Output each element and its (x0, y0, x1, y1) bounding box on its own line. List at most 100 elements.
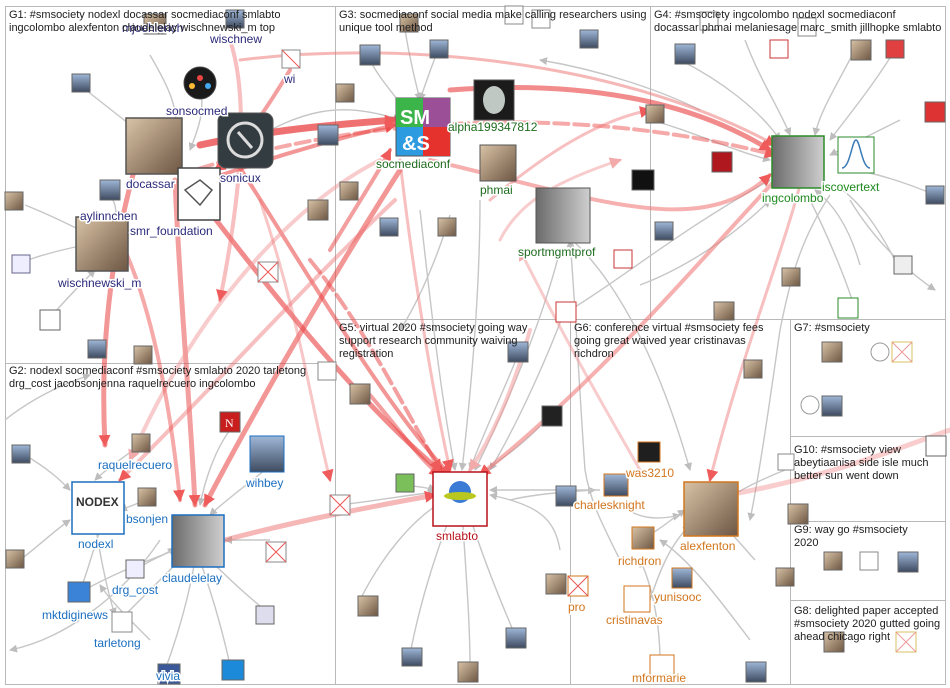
node-image[interactable] (143, 13, 167, 35)
node-label[interactable]: mktdiginews (41, 607, 110, 624)
node-image[interactable] (507, 341, 529, 363)
node-label[interactable]: richdron (617, 553, 663, 570)
node-label[interactable]: nodexl (77, 536, 115, 553)
node-image[interactable] (823, 551, 843, 571)
node-image[interactable] (637, 441, 661, 463)
node-image[interactable] (631, 169, 655, 191)
node-image[interactable] (924, 101, 946, 123)
node-image[interactable] (379, 217, 399, 237)
node-image[interactable] (399, 13, 419, 33)
node-label[interactable]: charlesknight (573, 497, 647, 514)
node-image[interactable] (317, 124, 339, 146)
node-label[interactable]: cristinavas (605, 612, 665, 629)
node-label[interactable]: was3210 (624, 465, 676, 482)
node-label[interactable]: ingcolombo (761, 190, 826, 207)
node-image[interactable] (221, 659, 245, 681)
node-image[interactable] (359, 44, 381, 66)
node-label[interactable]: mjoehlerich (121, 20, 185, 37)
node-label[interactable]: mformarie (631, 670, 688, 687)
node-image[interactable] (713, 301, 735, 321)
node-image[interactable] (11, 254, 31, 274)
node-image[interactable] (603, 473, 629, 497)
node-image[interactable] (39, 309, 61, 331)
node-label[interactable]: smr_foundation (129, 223, 215, 240)
node-image[interactable] (171, 514, 225, 568)
node-image[interactable] (711, 151, 733, 173)
node-image[interactable] (579, 29, 599, 49)
node-image[interactable] (893, 255, 913, 275)
node-label[interactable]: wischnew (208, 31, 264, 48)
node-image[interactable] (339, 181, 359, 201)
node-label[interactable]: vivia (155, 668, 182, 685)
node-image[interactable] (11, 444, 31, 464)
node-image[interactable] (771, 135, 825, 189)
node-image[interactable] (349, 383, 371, 405)
node-image[interactable] (307, 199, 329, 221)
node-image[interactable] (225, 9, 245, 29)
node-label[interactable]: bsonjen (125, 511, 170, 528)
node-label[interactable]: wihbey (244, 475, 285, 492)
node-image[interactable] (699, 11, 719, 31)
node-image[interactable] (125, 559, 145, 579)
node-label[interactable]: yunisooc (653, 589, 703, 606)
node-label[interactable]: iscovertext (821, 179, 882, 196)
node-image[interactable] (671, 567, 693, 589)
node-image[interactable] (870, 342, 890, 362)
node-image[interactable] (137, 487, 157, 507)
node-image[interactable] (775, 567, 795, 587)
node-image[interactable] (797, 17, 817, 37)
node-image[interactable] (897, 551, 919, 573)
node-image[interactable] (777, 453, 795, 471)
node-image[interactable] (157, 663, 181, 685)
node-label[interactable]: alpha199347812 (447, 119, 540, 136)
node-image[interactable] (623, 585, 651, 613)
node-image[interactable] (535, 187, 591, 244)
node-image[interactable] (743, 359, 763, 379)
node-image[interactable] (67, 581, 91, 603)
node-image[interactable] (745, 661, 767, 683)
node-image[interactable] (823, 631, 845, 653)
node-image[interactable] (654, 221, 674, 241)
node-image[interactable] (219, 411, 241, 433)
node-label[interactable]: alexfenton (679, 538, 737, 555)
node-image[interactable] (504, 5, 524, 25)
node-image[interactable] (505, 627, 527, 649)
node-label[interactable]: pro (567, 599, 588, 616)
node-image[interactable] (925, 185, 945, 205)
node-image[interactable] (395, 473, 415, 493)
node-image[interactable] (631, 526, 655, 550)
node-label[interactable]: socmediaconf (375, 156, 453, 173)
node-image[interactable] (335, 83, 355, 103)
node-image[interactable] (437, 217, 457, 237)
node-image[interactable] (317, 361, 337, 381)
node-image[interactable] (429, 39, 449, 59)
node-image[interactable] (75, 216, 129, 272)
node-label[interactable]: drg_cost (111, 582, 161, 599)
node-image[interactable] (177, 167, 221, 221)
node-image[interactable] (645, 104, 665, 124)
node-image[interactable] (99, 179, 121, 201)
node-image[interactable] (125, 117, 183, 175)
node-image[interactable] (255, 605, 275, 625)
node-image[interactable] (674, 43, 696, 65)
node-label[interactable]: phmai (479, 182, 515, 199)
node-label[interactable]: sonicux (219, 170, 263, 187)
node-image[interactable] (401, 647, 423, 667)
node-image[interactable] (787, 503, 809, 525)
node-image[interactable] (555, 301, 577, 323)
node-image[interactable] (613, 249, 633, 269)
node-label[interactable]: smlabto (435, 528, 480, 545)
node-image[interactable] (71, 73, 91, 93)
node-image[interactable] (87, 339, 107, 359)
node-label[interactable]: wi (282, 71, 297, 88)
node-image[interactable] (357, 595, 379, 617)
node-label[interactable]: claudelelay (161, 570, 224, 587)
node-image[interactable] (683, 481, 739, 537)
node-image[interactable] (769, 39, 789, 59)
node-label[interactable]: raquelrecuero (97, 457, 174, 474)
node-image[interactable] (885, 39, 905, 59)
node-image[interactable] (925, 435, 947, 457)
node-image[interactable] (249, 435, 285, 473)
node-image[interactable] (457, 661, 479, 683)
node-image[interactable] (71, 481, 125, 535)
